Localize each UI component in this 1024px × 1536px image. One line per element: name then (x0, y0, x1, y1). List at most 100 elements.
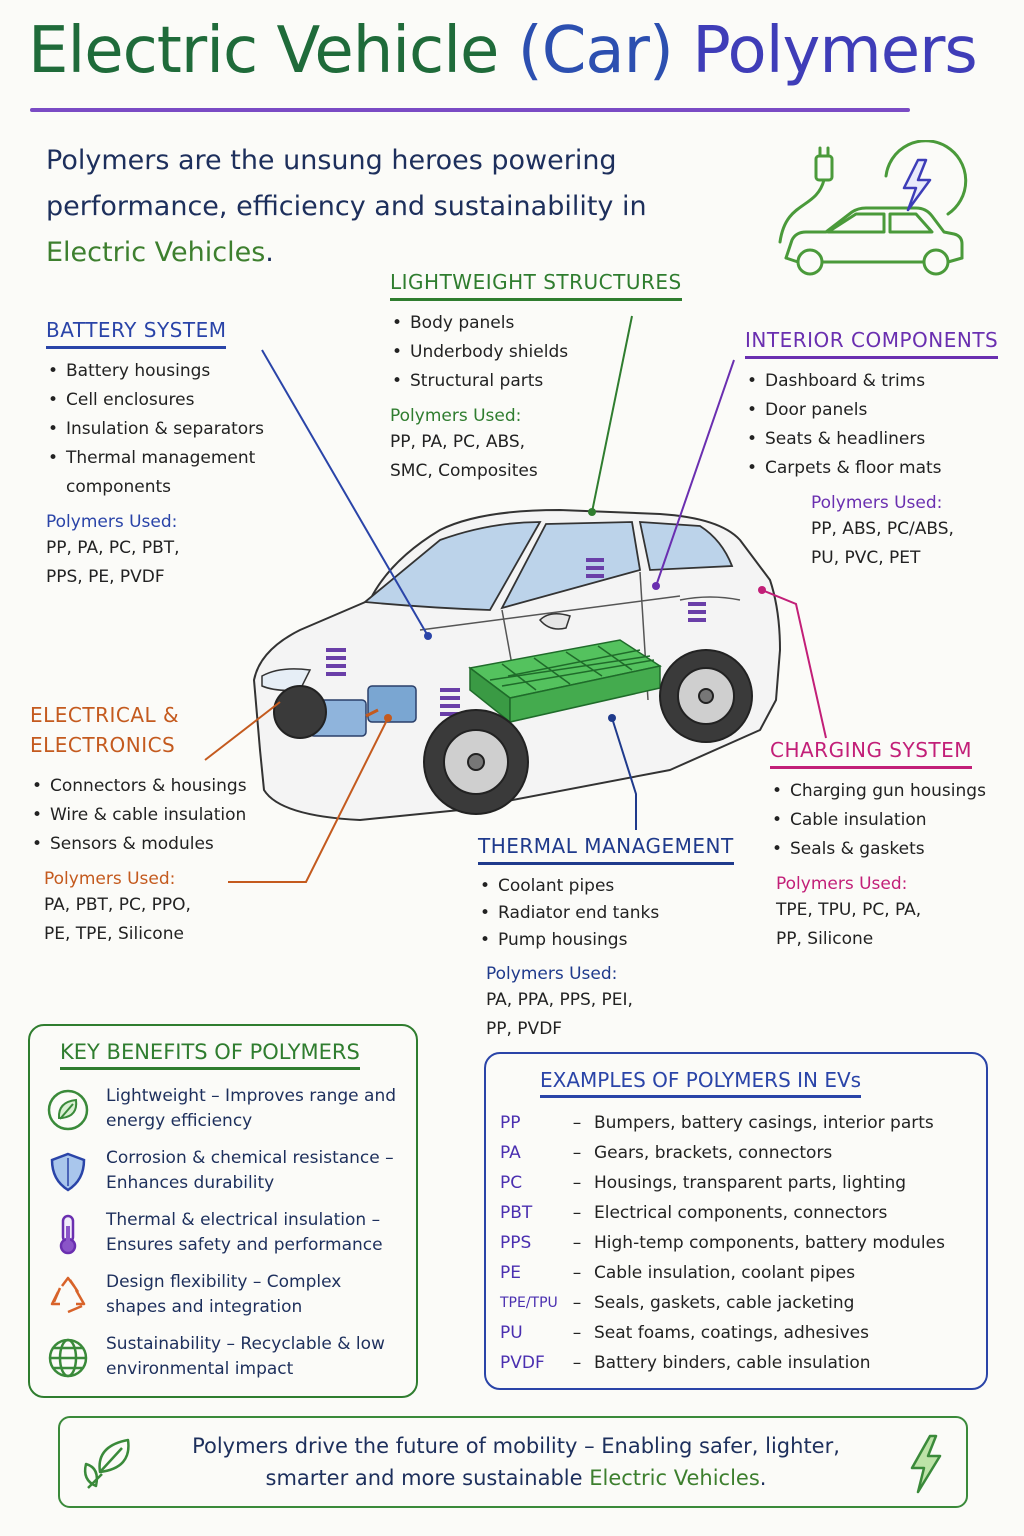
row-dash: – (572, 1203, 582, 1223)
interior-components-list: Dashboard & trims Door panels Seats & he… (745, 367, 1010, 483)
polymers-line: PP, PVDF (486, 1019, 563, 1039)
electrical-electronics-list: Connectors & housings Wire & cable insul… (30, 772, 290, 859)
polymers-used-label: Polymers Used: (390, 406, 522, 426)
polymer-name: PP (500, 1113, 521, 1133)
footer-body: Polymers drive the future of mobility – … (192, 1434, 840, 1490)
list-item: Dashboard & trims (745, 367, 1010, 396)
polymer-examples-title: EXAMPLES OF POLYMERS IN EVs (540, 1068, 862, 1098)
example-row: PU –Seat foams, coatings, adhesives (500, 1318, 980, 1348)
polymer-name: PC (500, 1173, 523, 1193)
polymers-used-list: PP, ABS, PC/ABS, PU, PVC, PET (811, 515, 1010, 573)
thermal-management-list: Coolant pipes Radiator end tanks Pump ho… (478, 873, 758, 954)
list-item: Pump housings (478, 927, 758, 954)
example-row: PC –Housings, transparent parts, lighting (500, 1168, 980, 1198)
polymer-examples-panel: EXAMPLES OF POLYMERS IN EVs PP–Bumpers, … (484, 1052, 988, 1390)
benefit-item-design: Design flexibility – Complex shapes and … (44, 1270, 404, 1326)
title-underline (30, 108, 910, 112)
example-row: PE–Cable insulation, coolant pipes (500, 1258, 980, 1288)
ev-charging-car-icon (778, 140, 968, 276)
row-dash: – (572, 1323, 582, 1343)
intro-body: Polymers are the unsung heroes powering … (46, 145, 647, 222)
footer-end: . (759, 1466, 767, 1490)
benefit-text: Corrosion & chemical resistance – Enhanc… (106, 1148, 394, 1193)
polymer-name: PPS (500, 1233, 532, 1253)
intro-highlight: Electric Vehicles (46, 237, 266, 268)
list-item: Seats & headliners (745, 425, 1010, 454)
polymer-use: High-temp components, battery modules (594, 1233, 945, 1253)
example-row: TPE/TPU–Seals, gaskets, cable jacketing (500, 1288, 980, 1318)
polymer-use: Gears, brackets, connectors (594, 1143, 833, 1163)
list-item: Radiator end tanks (478, 900, 758, 927)
charging-system-title: CHARGING SYSTEM (770, 738, 973, 769)
key-benefits-title: KEY BENEFITS OF POLYMERS (60, 1040, 360, 1070)
polymers-line: PE, TPE, Silicone (44, 924, 184, 944)
polymers-used-label: Polymers Used: (44, 869, 176, 889)
title-part-3: Polymers (692, 14, 977, 88)
list-item: Sensors & modules (30, 830, 290, 859)
footer-text: Polymers drive the future of mobility – … (166, 1430, 866, 1494)
polymer-use: Cable insulation, coolant pipes (594, 1263, 856, 1283)
example-row: PA–Gears, brackets, connectors (500, 1138, 980, 1168)
polymers-used-label: Polymers Used: (776, 874, 908, 894)
list-item: Body panels (390, 309, 710, 338)
thermal-management-section: THERMAL MANAGEMENT Coolant pipes Radiato… (478, 834, 758, 1044)
row-dash: – (572, 1233, 582, 1253)
charging-system-section: CHARGING SYSTEM Charging gun housings Ca… (770, 738, 1010, 954)
list-item: Coolant pipes (478, 873, 758, 900)
row-dash: – (572, 1293, 582, 1313)
intro-text: Polymers are the unsung heroes powering … (46, 138, 736, 276)
polymer-use: Electrical components, connectors (594, 1203, 888, 1223)
lightweight-structures-list: Body panels Underbody shields Structural… (390, 309, 710, 396)
polymer-name: TPE/TPU (500, 1295, 558, 1311)
list-item: Connectors & housings (30, 772, 290, 801)
row-dash: – (572, 1353, 582, 1373)
lightning-bolt-icon (910, 1434, 942, 1494)
interior-components-title: INTERIOR COMPONENTS (745, 328, 999, 359)
polymers-used-list: PP, PA, PC, PBT, PPS, PE, PVDF (46, 534, 336, 592)
row-dash: – (572, 1173, 582, 1193)
lightweight-structures-section: LIGHTWEIGHT STRUCTURES Body panels Under… (390, 270, 710, 486)
polymer-use: Seals, gaskets, cable jacketing (594, 1293, 855, 1313)
interior-components-section: INTERIOR COMPONENTS Dashboard & trims Do… (745, 328, 1010, 573)
polymer-name: PE (500, 1263, 521, 1283)
polymer-use: Seat foams, coatings, adhesives (594, 1323, 869, 1343)
example-row: PVDF –Battery binders, cable insulation (500, 1348, 980, 1378)
polymer-use: Battery binders, cable insulation (594, 1353, 871, 1373)
footer-banner: Polymers drive the future of mobility – … (58, 1416, 968, 1508)
polymer-use: Bumpers, battery casings, interior parts (594, 1113, 934, 1133)
polymers-line: SMC, Composites (390, 461, 538, 481)
row-dash: – (572, 1113, 582, 1133)
list-item: Seals & gaskets (770, 835, 1010, 864)
battery-system-title: BATTERY SYSTEM (46, 318, 227, 349)
benefit-text: Lightweight – Improves range and energy … (106, 1086, 397, 1131)
recycle-icon (50, 1276, 86, 1314)
row-dash: – (572, 1143, 582, 1163)
benefit-text: Sustainability – Recyclable & low enviro… (106, 1334, 385, 1379)
thermal-management-title: THERMAL MANAGEMENT (478, 834, 734, 865)
polymers-line: PU, PVC, PET (811, 548, 921, 568)
polymer-use: Housings, transparent parts, lighting (594, 1173, 907, 1193)
example-row: PP –Bumpers, battery casings, interior pa… (500, 1108, 980, 1138)
benefit-item-lightweight: Lightweight – Improves range and energy … (44, 1084, 404, 1140)
polymers-line: TPE, TPU, PC, PA, (776, 900, 922, 920)
polymers-line: PA, PPA, PPS, PEI, (486, 990, 633, 1010)
list-item: Door panels (745, 396, 1010, 425)
leaf-icon (47, 1089, 89, 1131)
page-title: Electric Vehicle (Car) Polymers (28, 14, 978, 88)
shield-icon (50, 1152, 86, 1192)
polymers-used-label: Polymers Used: (46, 512, 178, 532)
polymer-name: PVDF (500, 1353, 545, 1373)
benefit-item-sustainability: Sustainability – Recyclable & low enviro… (44, 1332, 404, 1388)
electrical-electronics-title: ELECTRICAL & ELECTRONICS (30, 703, 180, 757)
list-item: Insulation & separators (46, 415, 336, 444)
polymers-used-list: PA, PBT, PC, PPO, PE, TPE, Silicone (44, 891, 290, 949)
polymers-line: PPS, PE, PVDF (46, 567, 165, 587)
footer-highlight: Electric Vehicles (589, 1466, 760, 1490)
polymers-used-list: PA, PPA, PPS, PEI, PP, PVDF (486, 986, 758, 1044)
thermometer-icon (59, 1214, 77, 1255)
benefit-item-insulation: Thermal & electrical insulation – Ensure… (44, 1208, 404, 1264)
benefit-item-corrosion: Corrosion & chemical resistance – Enhanc… (44, 1146, 404, 1202)
polymers-line: PP, Silicone (776, 929, 874, 949)
polymer-name: PU (500, 1323, 523, 1343)
charging-system-list: Charging gun housings Cable insulation S… (770, 777, 1010, 864)
